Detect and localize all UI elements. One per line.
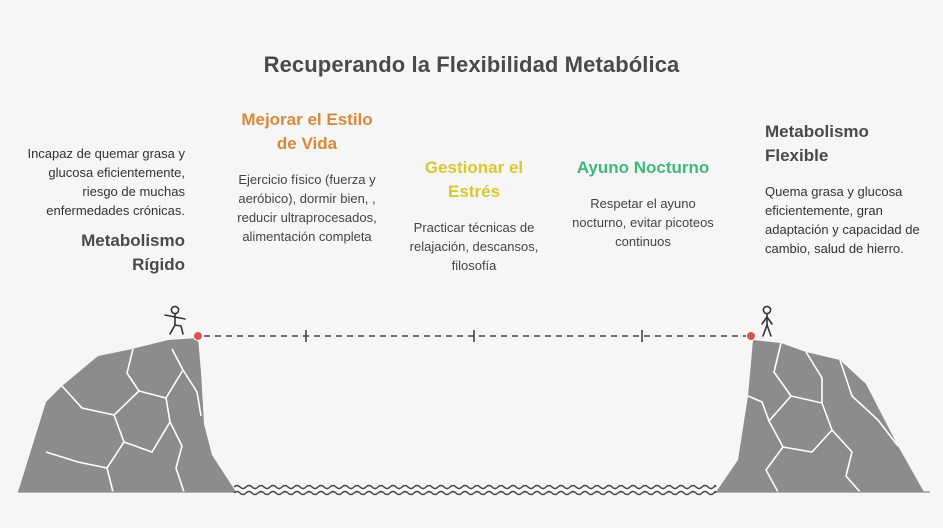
stage-lifestyle: Mejorar el Estilo de Vida Ejercicio físi… xyxy=(232,108,382,246)
start-description: Incapaz de quemar grasa y glucosa eficie… xyxy=(27,146,185,218)
stage-fasting-description: Respetar el ayuno nocturno, evitar picot… xyxy=(572,196,714,249)
rope-bridge xyxy=(204,330,746,342)
stage-fasting: Ayuno Nocturno Respetar el ayuno nocturn… xyxy=(572,156,714,251)
diagram-title: Recuperando la Flexibilidad Metabólica xyxy=(263,52,680,77)
stage-stress-heading: Gestionar el Estrés xyxy=(424,158,524,201)
water-waves-icon xyxy=(233,484,717,496)
start-anchor-dot xyxy=(193,331,203,341)
stage-fasting-heading: Ayuno Nocturno xyxy=(576,158,710,177)
end-anchor-dot xyxy=(746,331,756,341)
walking-person-icon xyxy=(164,305,186,335)
stage-stress: Gestionar el Estrés Practicar técnicas d… xyxy=(402,156,546,275)
standing-person-icon xyxy=(761,305,773,337)
right-cliff xyxy=(716,340,924,493)
stage-lifestyle-description: Ejercicio físico (fuerza y aeróbico), do… xyxy=(237,172,377,244)
left-cliff xyxy=(18,338,236,493)
stage-stress-description: Practicar técnicas de relajación, descan… xyxy=(409,220,539,273)
stage-lifestyle-heading: Mejorar el Estilo de Vida xyxy=(241,110,373,153)
end-description: Quema grasa y glucosa eficientemente, gr… xyxy=(765,184,920,256)
start-heading: Metabolismo Rígido xyxy=(81,231,185,274)
end-heading: Metabolismo Flexible xyxy=(765,122,869,165)
